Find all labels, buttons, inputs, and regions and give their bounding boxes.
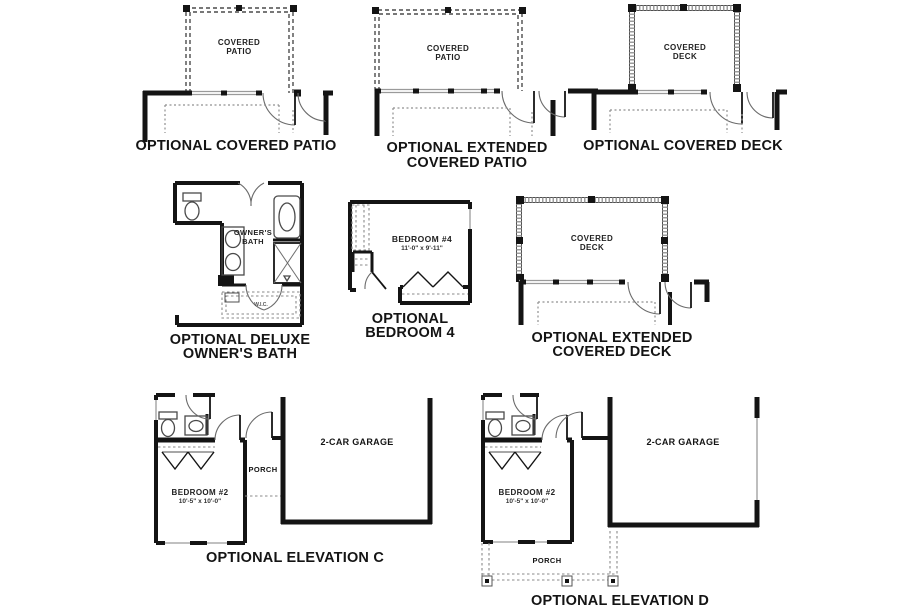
- house-walls: [142, 89, 333, 142]
- room-label-line2: DECK: [672, 52, 698, 61]
- panel-title-line1: OPTIONAL: [371, 311, 449, 327]
- panel-title-line2: COVERED PATIO: [406, 155, 528, 171]
- panel-covered-deck: COVERED DECK OPTIONAL COVERED DECK: [583, 2, 790, 156]
- door-swing: [185, 394, 283, 441]
- garage-walls: [280, 397, 433, 525]
- elevation-d-drawing: [481, 393, 760, 587]
- previous-patio-outline: [164, 104, 294, 133]
- house-walls: [591, 89, 787, 130]
- room-label: BEDROOM #4: [391, 234, 453, 244]
- porch-label: PORCH: [532, 556, 562, 565]
- panel-title: OPTIONAL COVERED DECK: [583, 138, 783, 154]
- bedroom-walls: [348, 200, 473, 305]
- door-swing: [627, 281, 692, 315]
- deck-optional-outline: [628, 4, 741, 92]
- room-label-line1: COVERED: [217, 38, 261, 47]
- panel-elevation-d: BEDROOM #2 10'-5" x 10'-0" PORCH 2-CAR G…: [475, 388, 775, 613]
- door-swing: [709, 91, 774, 125]
- panel-title-line1: OPTIONAL DELUXE: [169, 332, 311, 348]
- closet-bifold-doors: [398, 271, 470, 303]
- porch-outline: [481, 531, 619, 587]
- panel-title-line1: OPTIONAL EXTENDED: [386, 140, 548, 156]
- room-label-line1: COVERED: [570, 234, 614, 243]
- panel-extended-covered-patio: COVERED PATIO OPTIONAL EXTENDED COVERED …: [362, 2, 602, 174]
- previous-deck-outline: [609, 109, 743, 133]
- panel-title-line2: BEDROOM 4: [365, 325, 455, 341]
- patio-optional-outline: [372, 7, 526, 91]
- panel-title: OPTIONAL COVERED PATIO: [135, 138, 337, 154]
- room-dimensions: 11'-0" x 9'-11": [401, 245, 443, 252]
- panel-owners-bath: OWNER'S BATH W.I.C. OPTIONAL DELUXE OWNE…: [150, 172, 335, 368]
- room-label-line1: COVERED: [426, 44, 470, 53]
- bedroom-dimensions: 10'-5" x 10'-0": [505, 498, 549, 505]
- bedroom-label: BEDROOM #2: [171, 488, 229, 497]
- panel-title-line2: COVERED DECK: [552, 344, 672, 360]
- house-walls: [374, 88, 598, 136]
- sink-fixture: [511, 415, 535, 436]
- panel-extended-covered-deck: COVERED DECK OPTIONAL EXTENDED COVERED D…: [505, 190, 720, 362]
- panel-elevation-c: BEDROOM #2 10'-5" x 10'-0" PORCH 2-CAR G…: [145, 388, 440, 568]
- door-swing: [237, 182, 283, 311]
- panel-title-line2: OWNER'S BATH: [182, 346, 298, 362]
- extended-covered-patio-drawing: [372, 7, 598, 136]
- door-swing: [501, 90, 566, 124]
- house-walls: [518, 279, 710, 325]
- tub-fixture: [273, 195, 301, 239]
- elevation-c-drawing: [154, 393, 433, 545]
- room-label-line2: DECK: [579, 243, 605, 252]
- door-swing: [262, 92, 327, 126]
- room-label-line1: OWNER'S: [233, 228, 273, 237]
- garage-walls: [607, 397, 760, 528]
- deck-optional-outline: [516, 196, 669, 282]
- wic-label: W.I.C.: [254, 302, 268, 308]
- panel-bedroom-4: BEDROOM #4 11'-0" x 9'-11" OPTIONAL BEDR…: [342, 192, 487, 344]
- sink-fixture: [184, 415, 208, 436]
- owners-bath-drawing: [173, 181, 304, 327]
- covered-patio-drawing: [142, 5, 333, 142]
- panel-title: OPTIONAL ELEVATION C: [205, 550, 385, 566]
- closet-bifold-doors: [158, 446, 215, 471]
- chase-outline: [351, 204, 370, 251]
- panel-covered-patio: COVERED PATIO OPTIONAL COVERED PATIO: [136, 2, 336, 156]
- room-label-line2: PATIO: [226, 47, 252, 56]
- closet-bifold-doors: [485, 446, 542, 471]
- walk-in-closet-outline: [221, 291, 301, 319]
- garage-label: 2-CAR GARAGE: [320, 437, 394, 447]
- garage-label: 2-CAR GARAGE: [646, 437, 720, 447]
- door-swing: [364, 271, 387, 290]
- shower-fixture: [273, 242, 302, 284]
- toilet-fixture: [158, 411, 178, 438]
- previous-deck-outline: [537, 301, 656, 325]
- previous-patio-outline: [392, 107, 533, 136]
- patio-optional-outline: [183, 5, 297, 93]
- toilet-fixture: [485, 411, 505, 438]
- panel-title-line1: OPTIONAL EXTENDED: [531, 330, 693, 346]
- porch-label: PORCH: [248, 465, 278, 474]
- room-label-line1: COVERED: [663, 43, 707, 52]
- vanity-sinks-fixture: [221, 226, 245, 276]
- panel-title: OPTIONAL ELEVATION D: [530, 593, 710, 609]
- bedroom-dimensions: 10'-5" x 10'-0": [178, 498, 222, 505]
- extended-covered-deck-drawing: [516, 196, 710, 325]
- door-swing: [512, 394, 610, 441]
- linen-closet: [351, 250, 374, 272]
- room-label-line2: PATIO: [435, 53, 461, 62]
- toilet-fixture: [182, 192, 202, 221]
- room-label-line2: BATH: [242, 237, 264, 246]
- covered-deck-drawing: [591, 4, 787, 133]
- bedroom-4-drawing: [348, 200, 473, 305]
- bedroom-label: BEDROOM #2: [498, 488, 556, 497]
